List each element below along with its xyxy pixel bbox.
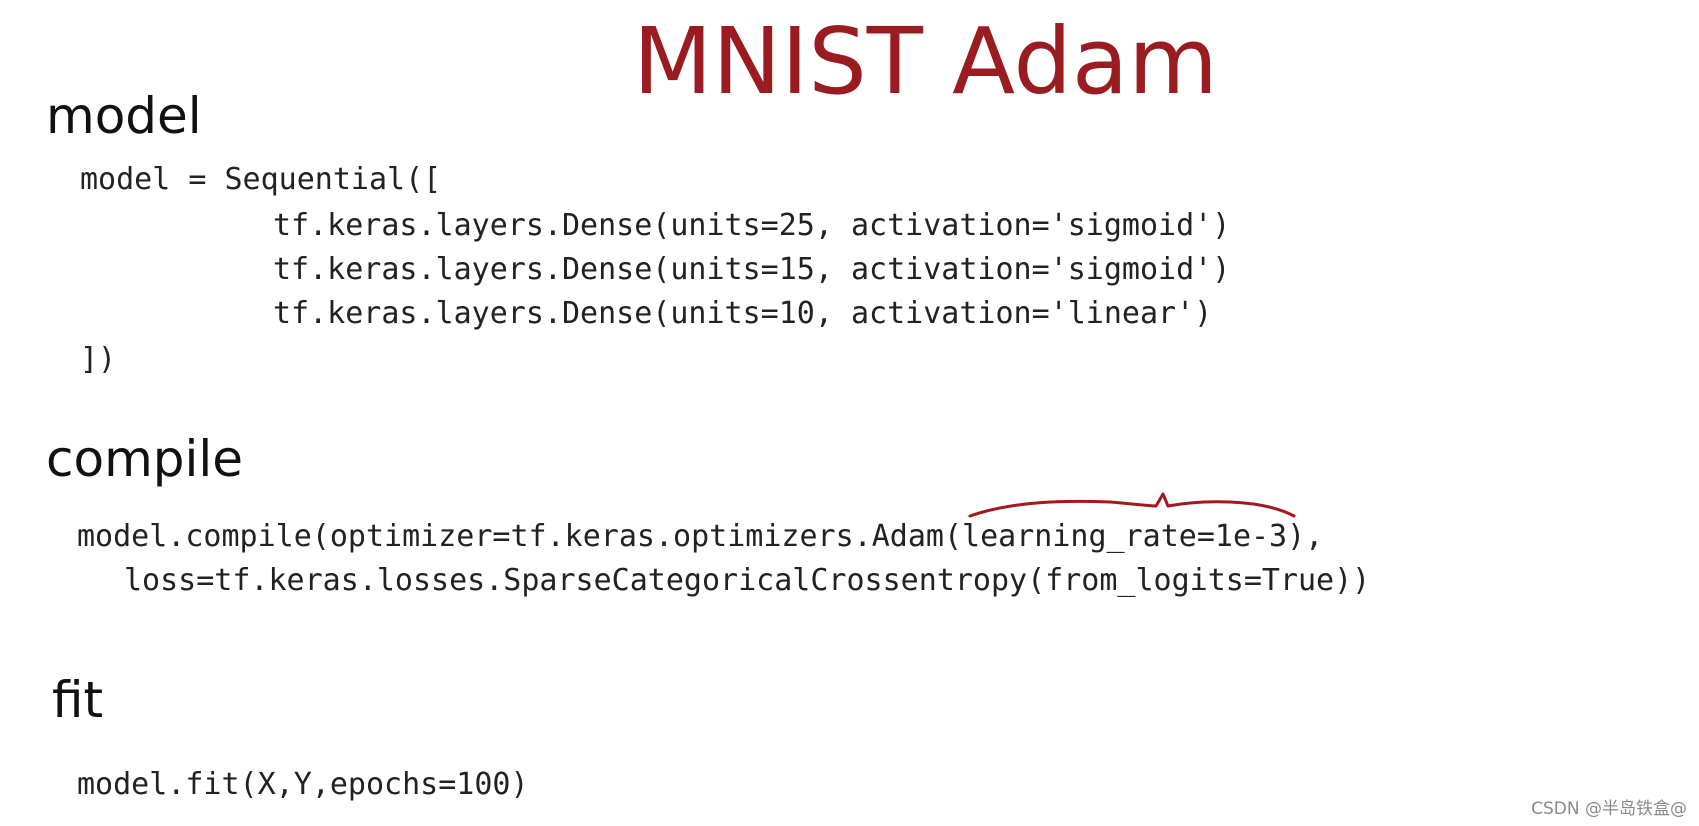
model-code-line: model = Sequential([	[80, 162, 442, 197]
compile-code-line: model.compile(optimizer=tf.keras.optimiz…	[77, 519, 1324, 554]
fit-code-line: model.fit(X,Y,epochs=100)	[77, 767, 529, 802]
model-code-line: tf.keras.layers.Dense(units=10, activati…	[273, 296, 1213, 331]
fit-heading: fit	[52, 671, 104, 729]
model-code-line: tf.keras.layers.Dense(units=25, activati…	[273, 208, 1231, 243]
slide-title: MNIST Adam	[633, 8, 1218, 115]
handwritten-brace-annotation	[968, 492, 1296, 518]
compile-heading: compile	[46, 430, 244, 488]
model-code-line: ])	[80, 342, 117, 377]
model-code-line: tf.keras.layers.Dense(units=15, activati…	[273, 252, 1231, 287]
compile-code-line: loss=tf.keras.losses.SparseCategoricalCr…	[124, 563, 1371, 598]
model-heading: model	[46, 87, 202, 145]
watermark: CSDN @半岛铁盒@	[1531, 799, 1687, 819]
